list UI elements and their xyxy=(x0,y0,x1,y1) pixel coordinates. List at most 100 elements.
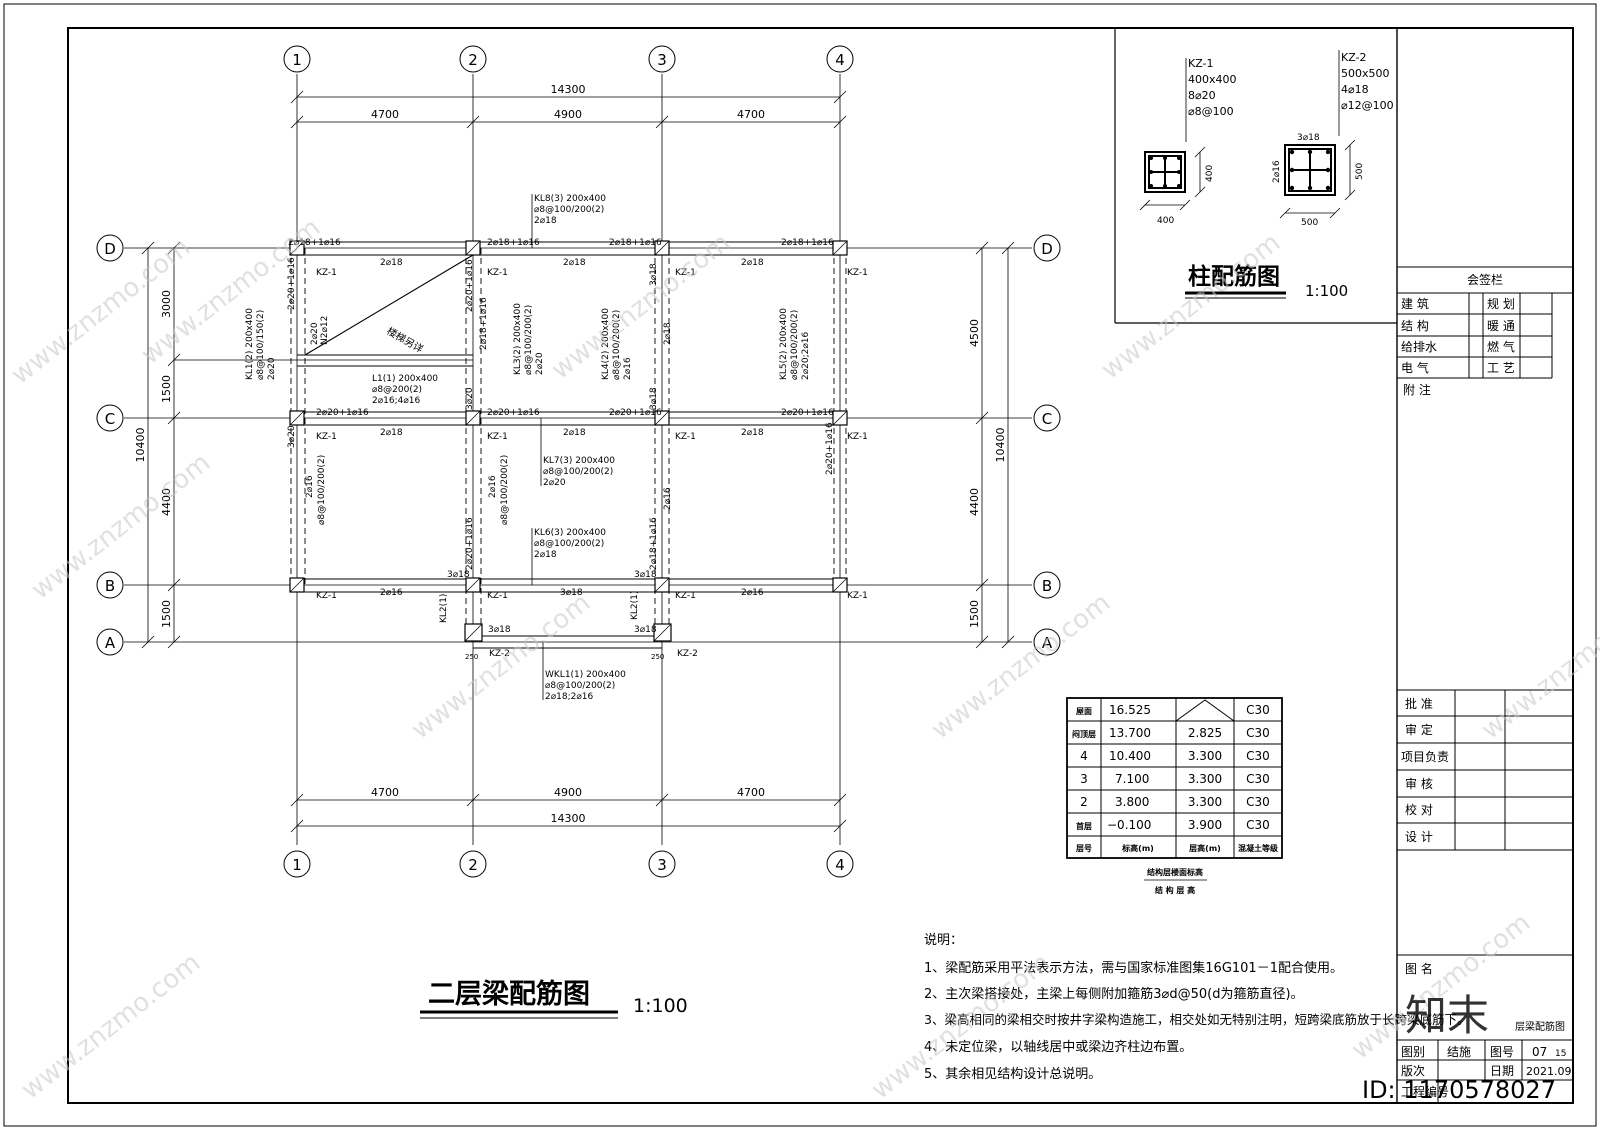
rebar-label: 2⌀16 xyxy=(663,487,673,510)
role-review: 审 核 xyxy=(1405,776,1433,791)
rebar-label: 2⌀20+1⌀16 xyxy=(609,408,662,418)
date-value: 2021.09 xyxy=(1526,1065,1572,1078)
rebar-label: 2⌀18 xyxy=(563,258,586,268)
level-row-0-floor: 屋面 xyxy=(1076,706,1092,716)
col-label: KZ-1 xyxy=(487,268,508,278)
watermark-text: www.znzmo.com xyxy=(406,588,596,746)
rebar-label: N2⌀12 xyxy=(320,316,330,345)
main-scale: 1:100 xyxy=(633,995,688,1017)
note-item-4: 4、未定位梁，以轴线居中或梁边齐柱边布置。 xyxy=(924,1039,1192,1055)
col-label: KZ-2 xyxy=(489,649,510,659)
col-label: KZ-2 xyxy=(677,649,698,659)
rebar-label: 2⌀18 xyxy=(663,322,673,345)
level-row-2-height: 3.300 xyxy=(1188,749,1222,763)
axis-label-1-bottom: 1 xyxy=(292,856,302,874)
col-label: KZ-1 xyxy=(316,268,337,278)
dim-total-bottom: 14300 xyxy=(551,812,586,825)
dim-top-2: 4900 xyxy=(554,108,582,121)
rebar-label: 3⌀20 xyxy=(287,425,297,448)
rebar-label: ⌀8@100/200(2) xyxy=(500,455,510,525)
level-row-5-grade: C30 xyxy=(1246,818,1270,832)
version-label: 版次 xyxy=(1401,1064,1425,1078)
drawing-num-label: 图号 xyxy=(1490,1045,1514,1059)
rebar-label: 2⌀18+1⌀16 xyxy=(479,297,489,350)
kz1-size: 400x400 xyxy=(1188,73,1237,86)
level-row-5-floor: 首层 xyxy=(1076,821,1092,831)
rebar-label: 2⌀16 xyxy=(305,475,315,498)
rebar-label: 2⌀18 xyxy=(380,258,403,268)
l1-note-2: ⌀8@200(2) xyxy=(372,385,422,395)
dim-right-1: 4500 xyxy=(968,319,981,347)
kl3-note-3: 2⌀20 xyxy=(535,352,545,375)
col-label: KZ-1 xyxy=(675,432,696,442)
sign-row-2-a: 结 构 xyxy=(1401,318,1429,333)
col-label: KZ-1 xyxy=(847,591,868,601)
kl1-note-1: KL1(2) 200x400 xyxy=(245,308,255,380)
sign-row-3-b: 燃 气 xyxy=(1487,339,1515,354)
notes-heading: 说明： xyxy=(924,933,963,948)
dim-right-3: 1500 xyxy=(968,600,981,628)
dimension-right xyxy=(975,241,1015,649)
kl8-note-2: ⌀8@100/200(2) xyxy=(534,205,604,215)
rebar-label: 3⌀18 xyxy=(488,625,511,635)
rebar-label: 2⌀20+1⌀16 xyxy=(465,517,475,570)
axis-label-a-left: A xyxy=(105,634,116,652)
watermark-text: www.znzmo.com xyxy=(926,588,1116,746)
project-label: 工程编号 xyxy=(1401,1084,1449,1099)
level-row-3-floor: 3 xyxy=(1080,772,1088,786)
level-row-4-height: 3.300 xyxy=(1188,795,1222,809)
date-label: 日期 xyxy=(1490,1064,1514,1078)
watermark-id: ID: 1170578027 xyxy=(1362,1076,1556,1104)
sign-row-1-a: 建 筑 xyxy=(1401,296,1429,311)
kl1-note-3: 2⌀20 xyxy=(267,357,277,380)
drawing-name: 层梁配筋图 xyxy=(1515,1020,1565,1033)
axis-label-d-left: D xyxy=(104,240,116,258)
level-row-3-height: 3.300 xyxy=(1188,772,1222,786)
sign-row-4-b: 工 艺 xyxy=(1487,361,1515,375)
role-verify: 审 定 xyxy=(1405,722,1433,737)
dim-left-4: 1500 xyxy=(160,600,173,628)
watermark-logo: 知末 xyxy=(1405,991,1489,1040)
notes-block: 说明： 1、梁配筋采用平法表示方法，需与国家标准图集16G101－1配合使用。 … xyxy=(924,933,1469,1082)
kz1-main: 8⌀20 xyxy=(1188,89,1216,102)
l1-note-3: 2⌀16;4⌀16 xyxy=(372,396,420,406)
dim-bottom-3: 4700 xyxy=(737,786,765,799)
sign-row-1-b: 规 划 xyxy=(1487,296,1515,311)
dimension-top xyxy=(290,90,847,129)
kl8-note-3: 2⌀18 xyxy=(534,216,557,226)
rebar-label: 2⌀18 xyxy=(741,428,764,438)
dim-bottom-2: 4900 xyxy=(554,786,582,799)
wkl1-note-1: WKL1(1) 200x400 xyxy=(545,670,626,680)
sign-row-2-b: 暖 通 xyxy=(1487,319,1515,333)
level-header-floor: 层号 xyxy=(1075,844,1092,853)
sign-row-3-a: 给排水 xyxy=(1401,340,1437,354)
kz2-main: 4⌀18 xyxy=(1341,83,1369,96)
rebar-label: 2⌀18 xyxy=(380,428,403,438)
kl4-note-1: KL4(2) 200x400 xyxy=(601,308,611,380)
kl7-note-3: 2⌀20 xyxy=(543,478,566,488)
level-header-grade: 混凝土等级 xyxy=(1238,843,1279,853)
dim-bottom-1: 4700 xyxy=(371,786,399,799)
axis-label-4-top: 4 xyxy=(835,51,845,69)
watermark-text: www.znzmo.com xyxy=(1476,588,1600,746)
rebar-label: 2⌀18 xyxy=(741,258,764,268)
kl3-note-2: ⌀8@100/200(2) xyxy=(524,305,534,375)
axis-label-b-left: B xyxy=(105,577,115,595)
kz2-name: KZ-2 xyxy=(1341,51,1367,64)
dim-top-3: 4700 xyxy=(737,108,765,121)
dim-left-1: 3000 xyxy=(160,290,173,318)
kl5-note-2: ⌀8@100/200(2) xyxy=(790,310,800,380)
rebar-label: 3⌀18 xyxy=(634,625,657,635)
axis-grid xyxy=(124,74,1032,845)
rebar-label: ⌀8@100/200(2) xyxy=(317,455,327,525)
col-label: KZ-1 xyxy=(675,268,696,278)
role-design: 设 计 xyxy=(1405,830,1433,844)
kl6-note-3: 2⌀18 xyxy=(534,550,557,560)
rebar-label: 2⌀20+1⌀16 xyxy=(287,257,297,310)
level-row-2-grade: C30 xyxy=(1246,749,1270,763)
rebar-label: 2⌀18+1⌀16 xyxy=(781,238,834,248)
sheet-count: 15 xyxy=(1555,1049,1566,1059)
rebar-label: 2⌀20+1⌀16 xyxy=(487,408,540,418)
note-item-1: 1、梁配筋采用平法表示方法，需与国家标准图集16G101－1配合使用。 xyxy=(924,960,1343,976)
level-row-5-height: 3.900 xyxy=(1188,818,1222,832)
